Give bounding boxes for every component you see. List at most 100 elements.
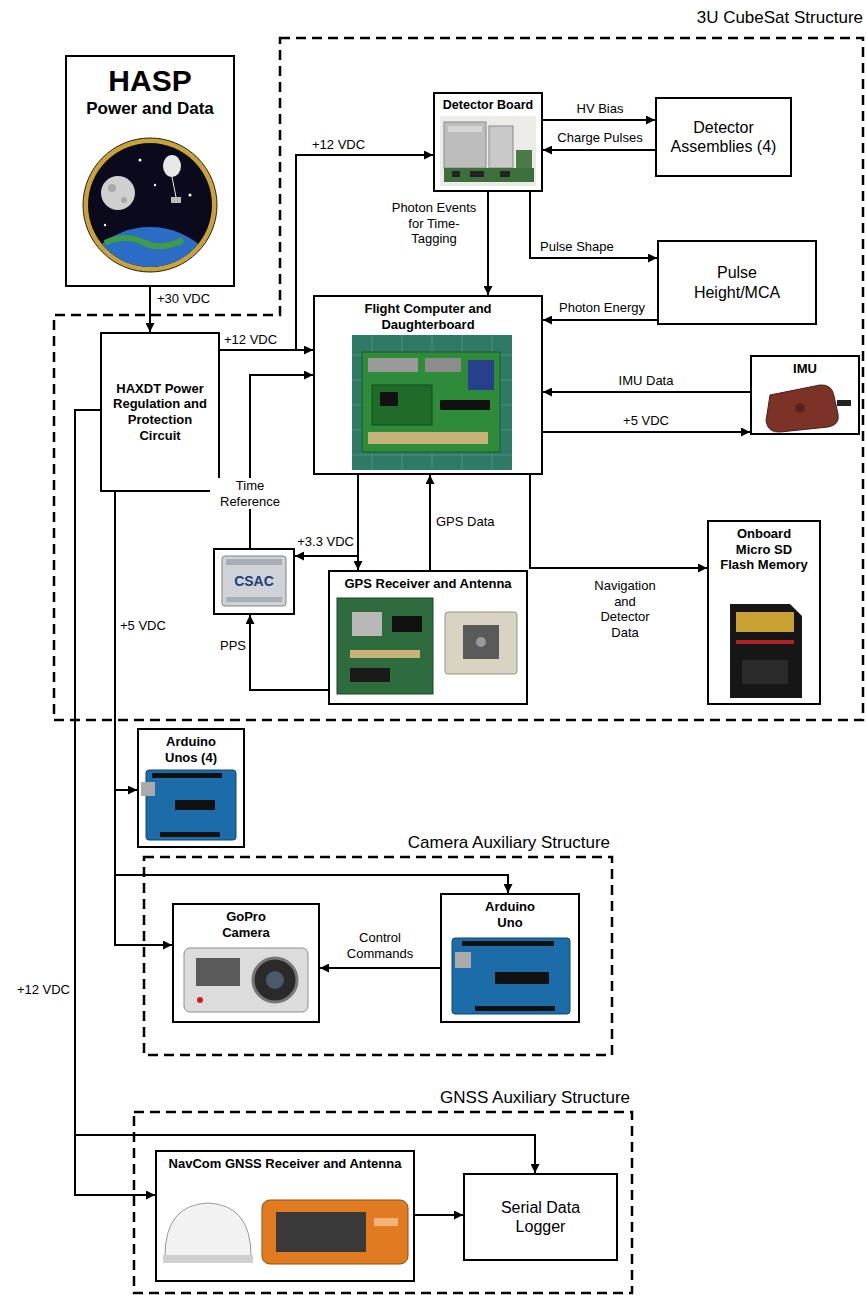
sub-board (372, 385, 432, 425)
cutting-mat (352, 335, 512, 470)
structure-region: 3U CubeSat StructureDetector BoardDetect… (52, 8, 867, 724)
connector (543, 119, 655, 121)
gnss-receiver (262, 1200, 408, 1264)
camera-box: GoPro Camera (172, 903, 320, 1023)
chip (452, 171, 460, 177)
controller-box: Arduino Unos (4) (137, 728, 245, 848)
connector (487, 192, 489, 295)
box-label: Detector Board (436, 98, 540, 113)
moon (101, 176, 135, 210)
signal-label: IMU Data (596, 373, 696, 389)
connector (220, 349, 313, 351)
detector-board-photo (440, 116, 536, 186)
header (350, 650, 420, 658)
imu-logo (795, 403, 805, 413)
chip (350, 668, 390, 682)
signal-label: +30 VDC (157, 291, 217, 307)
usb-port (455, 952, 471, 968)
signal-label: Time Reference (210, 478, 290, 509)
signal-label: +12 VDC (2, 982, 70, 998)
box-label: Detector Assemblies (4) (664, 118, 784, 156)
camera-lens (253, 958, 297, 1002)
connector (250, 375, 313, 548)
signal-label: Charge Pulses (552, 130, 648, 146)
antenna-patch (463, 625, 499, 659)
land (105, 238, 183, 246)
chip (380, 392, 398, 406)
arduino-unos-picture (141, 770, 236, 840)
connector (425, 358, 461, 372)
memory-box: Onboard Micro SD Flash Memory (707, 520, 821, 705)
receiver-box: NavCom GNSS Receiver and Antenna (155, 1150, 415, 1282)
box-label: HAXDT Power Regulation and Protection Ci… (112, 381, 208, 443)
platform-subtitle: Power and Data (86, 99, 214, 119)
signal-label: +12 VDC (224, 332, 280, 348)
signal-label: Pulse Shape (540, 239, 650, 255)
gopro-picture (184, 948, 308, 1012)
imu-cable (837, 400, 851, 406)
star (154, 184, 156, 186)
arduino-uno-picture (452, 938, 570, 1014)
box-label: GPS Receiver and Antenna (333, 576, 523, 592)
lens-glass (266, 971, 284, 989)
pcb (444, 168, 534, 182)
csac-strip (226, 559, 282, 565)
navcom-picture (163, 1200, 408, 1264)
signal-label: Control Commands (338, 930, 422, 961)
connector (357, 475, 359, 570)
chip (495, 972, 549, 984)
region-title: Camera Auxiliary Structure (408, 833, 610, 853)
process-box: Detector Assemblies (4) (655, 97, 792, 177)
box-label: CSAC (219, 573, 289, 590)
star (189, 194, 192, 197)
header (475, 1006, 555, 1011)
sd-label (742, 660, 788, 684)
box-label: Serial Data Logger (491, 1198, 591, 1236)
connector (543, 319, 657, 321)
header (152, 773, 222, 778)
signal-label: PPS (200, 638, 246, 654)
daughterboard (468, 360, 494, 390)
connector (543, 149, 655, 151)
computer-box: Flight Computer and Daughterboard (313, 295, 543, 475)
box-label: Flight Computer and Daughterboard (353, 301, 503, 332)
connector (250, 615, 328, 690)
signal-label: Photon Events for Time-Tagging (386, 200, 482, 247)
crater (121, 197, 127, 203)
flight-computer-photo (352, 335, 512, 470)
connector (543, 431, 750, 433)
dashed-border (144, 857, 612, 1055)
structure-region: GNSS Auxiliary StructureNavCom GNSS Rece… (133, 1088, 634, 1295)
header (440, 400, 490, 410)
region-title: 3U CubeSat Structure (697, 8, 863, 28)
header (160, 832, 220, 837)
gps-antenna (445, 612, 517, 674)
signal-label: +5 VDC (120, 618, 180, 634)
gps-box: GPS Receiver and Antenna (328, 570, 528, 705)
connector (530, 192, 657, 258)
earth (72, 227, 228, 383)
star (139, 159, 142, 162)
connector (115, 492, 172, 945)
header (462, 941, 554, 946)
imu-body (766, 385, 838, 432)
platform-box: HASPPower and Data (65, 55, 235, 287)
signal-label: +12 VDC (312, 137, 374, 153)
hasp-logo (72, 138, 228, 383)
header (368, 432, 488, 444)
usb-port (141, 782, 155, 796)
tether (172, 177, 176, 197)
module-top (448, 126, 482, 132)
arduino-board (452, 938, 570, 1014)
camera-screen (196, 958, 240, 986)
signal-label: GPS Data (436, 514, 506, 530)
connector (415, 1214, 463, 1216)
logo-earth (72, 227, 228, 383)
connector (115, 492, 508, 893)
chip (392, 616, 422, 632)
camera-body (184, 948, 308, 1012)
chip (500, 171, 510, 177)
